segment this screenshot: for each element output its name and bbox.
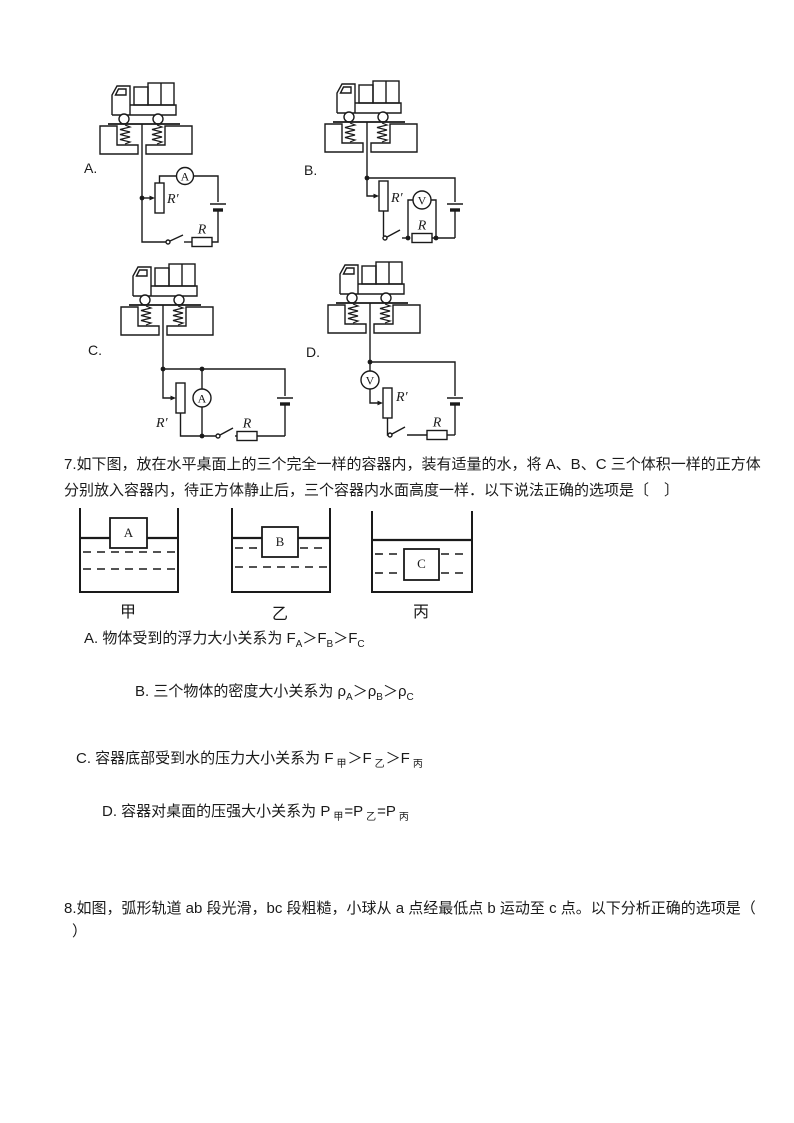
- slider-arrow: [149, 195, 155, 201]
- cube-a-letter: A: [124, 525, 134, 540]
- containers-figure: A 甲 B 乙 C 丙: [79, 508, 473, 623]
- option-a-sub3: C: [357, 639, 365, 650]
- circuit-c-wires: [162, 340, 293, 442]
- option-d-sub3: 丙: [398, 812, 409, 823]
- option-b-sub2: B: [376, 692, 383, 703]
- option-b-sub1: A: [346, 692, 353, 703]
- option-c-text2: ＞F: [347, 750, 372, 767]
- junction-dot: [433, 235, 439, 241]
- diagram-label-a: A.: [84, 160, 98, 176]
- option-d-text2: =P: [344, 803, 364, 820]
- junction-dot: [367, 359, 373, 365]
- ammeter-letter: A: [181, 170, 190, 184]
- slider-arrow: [377, 400, 383, 406]
- slider-arrow: [373, 193, 379, 199]
- question-7-line1: 7.如下图，放在水平桌面上的三个完全一样的容器内，装有适量的水，将 A、B、C …: [64, 456, 761, 473]
- voltmeter-letter: V: [366, 374, 375, 388]
- truck-scale-icon: [327, 261, 421, 338]
- resistor-label: R: [197, 223, 207, 238]
- container-bing: [371, 511, 473, 593]
- option-b-text: B. 三个物体的密度大小关系为 ρ: [135, 683, 347, 700]
- junction-dot: [405, 235, 411, 241]
- container-yi: [231, 508, 331, 593]
- diagram-label-c: C.: [88, 342, 102, 358]
- junction-dot: [139, 195, 145, 201]
- option-a-text: A. 物体受到的浮力大小关系为 F: [84, 630, 296, 647]
- option-c-sub3: 丙: [412, 759, 423, 770]
- option-b-text3: ＞ρ: [382, 683, 407, 700]
- question-8-text: 8.如图，弧形轨道 ab 段光滑，bc 段粗糙，小球从 a 点经最低点 b 运动…: [64, 897, 756, 943]
- container-yi-caption: 乙: [272, 606, 288, 623]
- option-c-sub2: 乙: [374, 759, 385, 770]
- resistor-label: R: [432, 416, 442, 431]
- circuit-diagram-b: V R′ R: [324, 80, 463, 244]
- circuit-diagram-a: A R′ R: [99, 82, 226, 248]
- option-c-sub1: 甲: [336, 759, 347, 770]
- option-a-sub2: B: [326, 639, 334, 650]
- circuit-d-wires: [360, 338, 463, 441]
- option-d-sub1: 甲: [333, 812, 344, 823]
- rheostat-label: R′: [390, 191, 404, 206]
- rheostat-label: R′: [166, 192, 180, 207]
- option-a-text2: ＞F: [302, 630, 327, 647]
- truck-scale-icon: [120, 263, 214, 340]
- option-a-sub1: A: [295, 639, 303, 650]
- option-b-text2: ＞ρ: [352, 683, 377, 700]
- resistor-label: R: [242, 417, 252, 432]
- rheostat-label: R′: [395, 390, 409, 405]
- container-jia: [79, 508, 179, 593]
- question-7-option-a: A. 物体受到的浮力大小关系为 FA＞FB＞FC: [84, 627, 365, 650]
- slider-arrow: [170, 395, 176, 401]
- truck-scale-icon: [324, 80, 418, 157]
- option-d-text: D. 容器对桌面的压强大小关系为 P: [102, 803, 331, 820]
- question-7-option-b: B. 三个物体的密度大小关系为 ρA＞ρB＞ρC: [135, 680, 414, 703]
- option-d-text3: =P: [377, 803, 396, 820]
- question-7-text: 7.如下图，放在水平桌面上的三个完全一样的容器内，装有适量的水，将 A、B、C …: [64, 452, 761, 504]
- circuit-a-wires: [141, 159, 226, 248]
- circuit-diagram-c: A R′ R: [120, 263, 293, 442]
- circuit-b-wires: [366, 157, 463, 244]
- junction-dot: [199, 433, 205, 439]
- rheostat-label: R′: [155, 416, 169, 431]
- option-b-sub3: C: [406, 692, 414, 703]
- voltmeter-letter: V: [418, 194, 427, 208]
- resistor-label: R: [417, 219, 427, 234]
- question-7-line2: 分别放入容器内，待正方体静止后，三个容器内水面高度一样．以下说法正确的选项是〔 …: [64, 482, 680, 499]
- cube-b-letter: B: [276, 534, 285, 549]
- question-8-line2: ）: [72, 923, 88, 940]
- question-8-line1: 8.如图，弧形轨道 ab 段光滑，bc 段粗糙，小球从 a 点经最低点 b 运动…: [64, 900, 756, 917]
- truck-scale-icon: [99, 82, 193, 159]
- option-c-text: C. 容器底部受到水的压力大小关系为 F: [76, 750, 334, 767]
- container-bing-caption: 丙: [413, 604, 429, 621]
- junction-dot: [199, 366, 205, 372]
- option-c-text3: ＞F: [385, 750, 410, 767]
- option-d-sub2: 乙: [366, 812, 377, 823]
- ammeter-letter: A: [198, 392, 207, 406]
- junction-dot: [364, 175, 370, 181]
- diagram-label-d: D.: [306, 344, 320, 360]
- container-jia-caption: 甲: [120, 604, 136, 621]
- circuit-diagram-d: V R′ R: [327, 261, 463, 441]
- junction-dot: [160, 366, 166, 372]
- cube-c-letter: C: [417, 556, 426, 571]
- option-a-text3: ＞F: [333, 630, 358, 647]
- diagram-label-b: B.: [304, 162, 318, 178]
